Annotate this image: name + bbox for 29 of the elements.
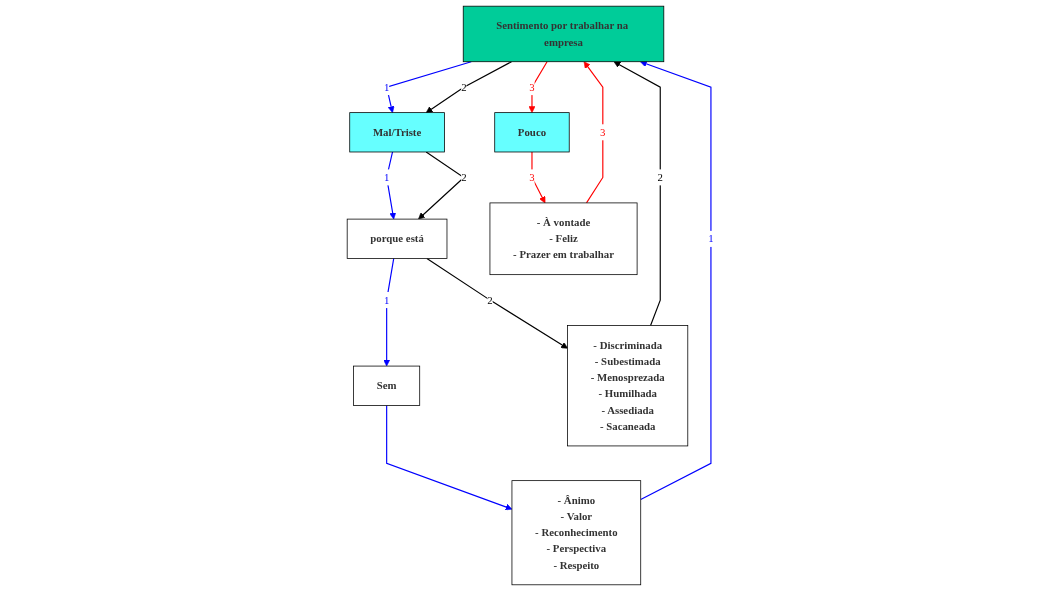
node-box: Mal/Triste bbox=[349, 112, 445, 153]
arrow bbox=[418, 151, 465, 220]
node-box: porque está bbox=[346, 218, 448, 259]
edge-label: 3 bbox=[529, 81, 535, 93]
arrow bbox=[583, 61, 604, 204]
edge-label: 2 bbox=[487, 294, 493, 306]
node-box: Sentimento por trabalhar na empresa bbox=[462, 5, 665, 63]
edge-label: 3 bbox=[600, 126, 606, 139]
node-box: - Discriminada - Subestimada - Menosprezada - Humilhada - Assediada - Sacaneada bbox=[567, 325, 689, 447]
arrow bbox=[640, 60, 712, 501]
edge-label: 3 bbox=[529, 171, 535, 184]
edge-label: 2 bbox=[461, 81, 467, 93]
node-box: Sem bbox=[353, 365, 421, 406]
node-box: - À vontade - Feliz - Prazer em trabalhar bbox=[489, 202, 638, 276]
edge-label: 2 bbox=[461, 171, 467, 184]
edge-label: 1 bbox=[384, 81, 390, 93]
arrow bbox=[528, 61, 548, 113]
arrow bbox=[613, 61, 661, 327]
edge-label: 2 bbox=[657, 171, 664, 184]
arrow bbox=[426, 257, 568, 349]
node-box: - Ânimo - Valor - Reconhecimento - Perspectiva - Respeito bbox=[511, 480, 642, 586]
arrow bbox=[383, 257, 395, 367]
edge-label: 1 bbox=[384, 294, 390, 306]
arrow bbox=[386, 404, 513, 511]
edge-label: 1 bbox=[708, 233, 714, 245]
node-box: Pouco bbox=[494, 112, 570, 153]
arrow bbox=[386, 61, 472, 113]
arrow bbox=[425, 61, 513, 113]
edge-label: 1 bbox=[384, 171, 390, 184]
